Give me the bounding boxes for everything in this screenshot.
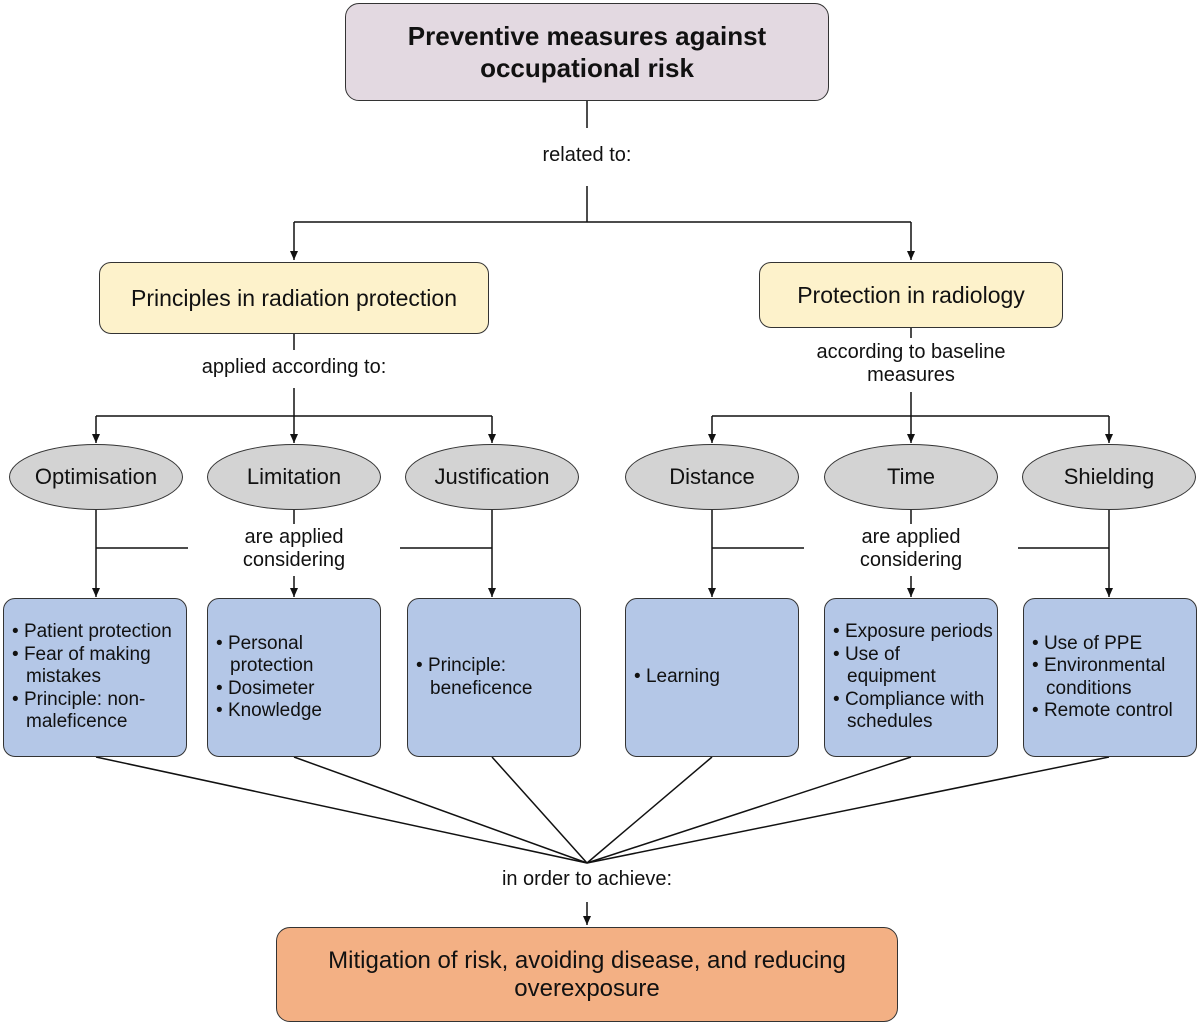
detail-item: Personal protection	[216, 633, 376, 678]
baseline-measures-label: according to baseline measures	[791, 341, 1031, 387]
detail-item: Learning	[634, 666, 722, 689]
related-to-label: related to:	[507, 144, 667, 167]
top-box-title: Preventive measures against occupational…	[407, 21, 767, 83]
right-considering-label: are applied considering	[841, 526, 981, 572]
radiology-protection-title: Protection in radiology	[797, 281, 1025, 308]
limitation-label: Limitation	[246, 464, 342, 489]
detail-item: Knowledge	[216, 700, 376, 723]
detail-item: Use of equipment	[833, 644, 993, 689]
result-title: Mitigation of risk, avoiding disease, an…	[328, 946, 846, 1002]
detail-item: Principle: non-maleficence	[12, 689, 182, 734]
optimisation-label: Optimisation	[34, 464, 158, 489]
time-label: Time	[886, 464, 936, 489]
achieve-label: in order to achieve:	[477, 868, 697, 891]
shielding-details: Use of PPE Environmental conditions Remo…	[1023, 598, 1197, 757]
justification-details: Principle: beneficence	[407, 598, 581, 757]
detail-item: Dosimeter	[216, 678, 376, 701]
result-box: Mitigation of risk, avoiding disease, an…	[276, 927, 898, 1022]
applied-according-label: applied according to:	[174, 356, 414, 379]
detail-item: Remote control	[1032, 700, 1192, 723]
distance-label: Distance	[669, 464, 755, 489]
left-considering-label: are applied considering	[224, 526, 364, 572]
detail-item: Patient protection	[12, 621, 182, 644]
detail-item: Environmental conditions	[1032, 655, 1192, 700]
radiology-protection-box: Protection in radiology	[759, 262, 1063, 328]
detail-item: Exposure periods	[833, 621, 993, 644]
optimisation-details: Patient protection Fear of making mistak…	[3, 598, 187, 757]
time-details: Exposure periods Use of equipment Compli…	[824, 598, 998, 757]
optimisation-oval: Optimisation	[9, 444, 183, 510]
limitation-details: Personal protection Dosimeter Knowledge	[207, 598, 381, 757]
distance-oval: Distance	[625, 444, 799, 510]
justification-oval: Justification	[405, 444, 579, 510]
shielding-label: Shielding	[1063, 464, 1155, 489]
radiation-principles-box: Principles in radiation protection	[99, 262, 489, 334]
detail-item: Fear of making mistakes	[12, 644, 182, 689]
detail-item: Compliance with schedules	[833, 689, 993, 734]
distance-details: Learning	[625, 598, 799, 757]
shielding-oval: Shielding	[1022, 444, 1196, 510]
time-oval: Time	[824, 444, 998, 510]
radiation-principles-title: Principles in radiation protection	[130, 284, 457, 311]
detail-item: Principle: beneficence	[416, 655, 576, 700]
top-box: Preventive measures against occupational…	[345, 3, 829, 101]
limitation-oval: Limitation	[207, 444, 381, 510]
justification-label: Justification	[434, 464, 550, 489]
detail-item: Use of PPE	[1032, 633, 1192, 656]
